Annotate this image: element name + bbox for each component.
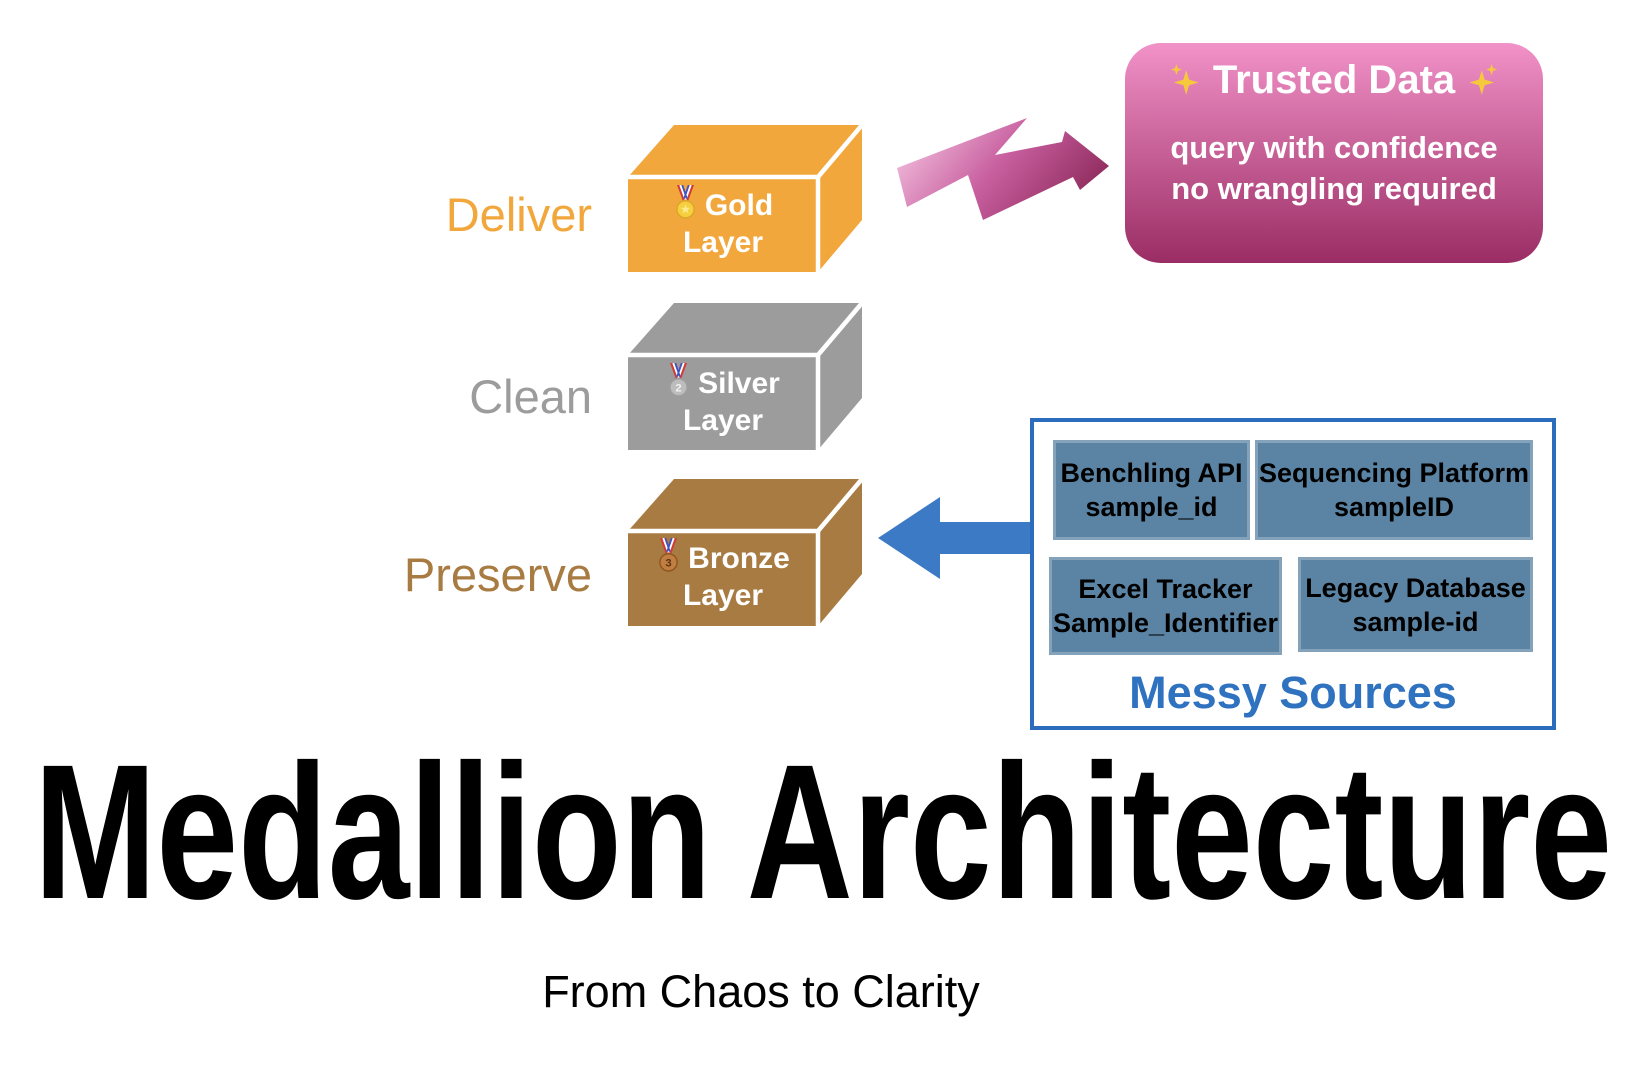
trusted-data-heading: Trusted Data: [1212, 58, 1456, 102]
source-id-field: sample-id: [1352, 606, 1479, 637]
gold-layer-text: Gold Layer: [628, 177, 818, 272]
sparkles-icon: [1469, 64, 1498, 95]
trusted-data-box: Trusted Data query with confidence no wr…: [1125, 43, 1543, 263]
page-subtitle: From Chaos to Clarity: [542, 966, 980, 1017]
bronze-layer-word: Layer: [682, 579, 764, 612]
trusted-data-body-line1: query with confidence: [1170, 130, 1498, 165]
sparkles-icon: [1170, 64, 1199, 95]
silver-layer-text: 2 Silver Layer: [628, 355, 818, 450]
silver-medal-number: 2: [675, 382, 681, 394]
trusted-data-body-line2: no wrangling required: [1171, 171, 1497, 206]
gold-medal-icon: [675, 184, 695, 219]
source-id-field: sample_id: [1085, 492, 1218, 522]
bronze-word: Bronze: [688, 542, 790, 575]
preserve-label: Preserve: [403, 548, 592, 601]
silver-medal-icon: 2: [669, 362, 688, 397]
gold-star: [680, 203, 691, 213]
bronze-medal-number: 3: [666, 557, 672, 569]
ingest-arrow: [878, 497, 1034, 579]
source-tile-benchling-api: Benchling API sample_id: [1053, 440, 1250, 540]
clean-label: Clean: [469, 370, 592, 423]
deliver-label: Deliver: [445, 188, 592, 241]
silver-word: Silver: [698, 367, 780, 400]
messy-sources-box: Benchling API sample_id Sequencing Platf…: [1030, 418, 1556, 730]
deliver-zigzag-arrow: [897, 118, 1109, 220]
gold-layer-box: [628, 123, 864, 272]
title-banner: Medallion Architecture: [34, 740, 1612, 910]
source-tile-excel-tracker: Excel Tracker Sample_Identifier: [1049, 557, 1282, 655]
source-name: Sequencing Platform: [1258, 458, 1530, 488]
gold-word: Gold: [704, 189, 774, 222]
source-id-field: Sample_Identifier: [1052, 608, 1279, 638]
bronze-layer-text: 3 Bronze Layer: [628, 530, 818, 625]
page-title: Medallion Architecture: [34, 740, 1612, 910]
source-name: Legacy Database: [1305, 572, 1526, 603]
source-id-field: sampleID: [1333, 492, 1455, 522]
source-name: Benchling API: [1060, 458, 1243, 488]
trusted-data-box-bg: [1125, 43, 1543, 263]
bronze-layer-box: [628, 477, 864, 626]
source-name: Excel Tracker: [1078, 574, 1253, 604]
silver-layer-word: Layer: [682, 404, 764, 437]
bronze-medal-icon: 3: [659, 537, 679, 572]
gold-layer-word: Layer: [682, 226, 764, 259]
source-tile-sequencing-platform: Sequencing Platform sampleID: [1255, 440, 1533, 540]
messy-sources-label: Messy Sources: [1129, 667, 1457, 718]
silver-layer-box: [628, 301, 864, 450]
source-tile-legacy-database: Legacy Database sample-id: [1298, 557, 1533, 652]
